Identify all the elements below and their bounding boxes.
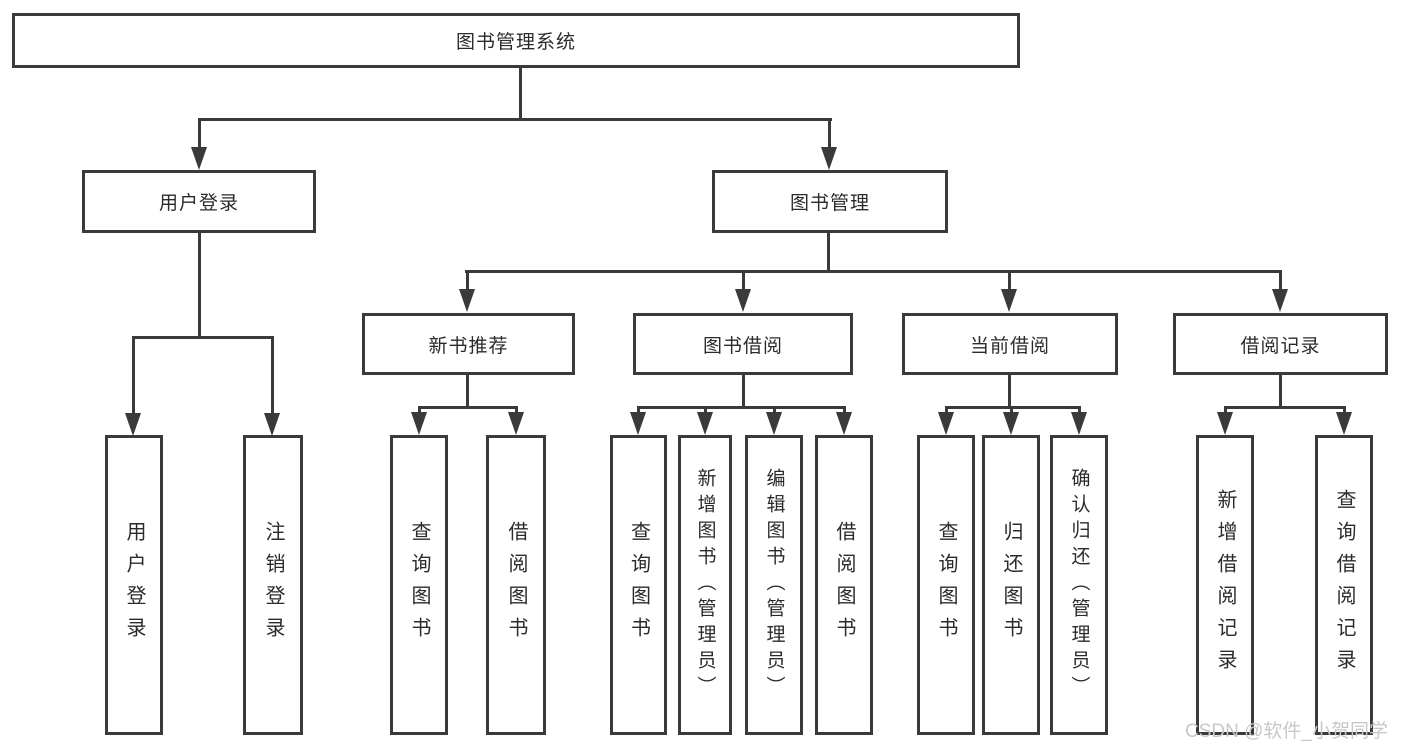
arrow-down-icon [1071,412,1087,435]
connector-drop-leaf [773,406,776,414]
node-user-login: 用户登录 [82,170,316,233]
connector-root-stub [519,66,522,120]
leaf-add-borrow-record: 新增借阅记录 [1196,435,1254,735]
connector-drop-leaf [1010,406,1013,414]
leaf-return-books-label: 归还图书 [1000,521,1022,649]
leaf-confirm-return-admin-label: 确认归还（管理员） [1068,468,1090,702]
arrow-down-icon [508,412,524,435]
arrow-down-icon [766,412,782,435]
arrow-down-icon [411,412,427,435]
leaf-edit-books-admin: 编辑图书（管理员） [745,435,803,735]
connector-leaf-rail [1224,406,1346,409]
connector-drop-leaf [1078,406,1081,414]
connector-level3-rail [465,270,1282,273]
leaf-logout: 注销登录 [243,435,303,735]
connector-drop-leaf [1224,406,1227,414]
connector-stub [1008,373,1011,408]
connector-drop-leaf [1343,406,1346,414]
arrow-down-icon [1217,412,1233,435]
leaf-query-borrow-record: 查询借阅记录 [1315,435,1373,735]
arrow-down-icon [264,413,280,436]
node-current-borrow: 当前借阅 [902,313,1118,375]
leaf-query-books-3-label: 查询图书 [935,521,957,649]
leaf-borrow-books-1: 借阅图书 [486,435,546,735]
leaf-add-books-admin-label: 新增图书（管理员） [694,468,716,702]
arrow-down-icon [821,147,837,170]
connector-drop-leaf [132,336,135,416]
leaf-borrow-books-1-label: 借阅图书 [505,521,527,649]
connector-drop-book-borrow [742,270,745,290]
arrow-down-icon [1272,289,1288,312]
connector-drop-leaf [843,406,846,414]
connector-drop-book-mgmt [828,118,831,150]
arrow-down-icon [125,413,141,436]
connector-user-login-rail [132,336,274,339]
node-book-borrow: 图书借阅 [633,313,853,375]
leaf-add-borrow-record-label: 新增借阅记录 [1214,489,1236,681]
leaf-query-borrow-record-label: 查询借阅记录 [1333,489,1355,681]
connector-drop-leaf [418,406,421,414]
leaf-confirm-return-admin: 确认归还（管理员） [1050,435,1108,735]
leaf-borrow-books-2-label: 借阅图书 [833,521,855,649]
leaf-add-books-admin: 新增图书（管理员） [678,435,732,735]
leaf-query-books-1-label: 查询图书 [408,521,430,649]
arrow-down-icon [836,412,852,435]
arrow-down-icon [1001,289,1017,312]
connector-drop-user-login [198,118,201,150]
node-library-system-label: 图书管理系统 [455,32,576,53]
connector-leaf-rail [418,406,518,409]
connector-user-login-stub [198,230,201,338]
arrow-down-icon [735,289,751,312]
connector-drop-new-book [466,270,469,290]
connector-drop-current-borrow [1008,270,1011,290]
connector-drop-leaf [704,406,707,414]
node-book-management-label: 图书管理 [789,193,870,214]
leaf-user-login-label: 用户登录 [123,521,145,649]
node-book-management: 图书管理 [712,170,948,233]
connector-drop-leaf [515,406,518,414]
connector-stub [742,373,745,408]
leaf-query-books-2-label: 查询图书 [627,521,650,649]
node-new-book-recommend: 新书推荐 [362,313,575,375]
arrow-down-icon [1003,412,1019,435]
arrow-down-icon [697,412,713,435]
leaf-return-books: 归还图书 [982,435,1040,735]
connector-drop-borrow-records [1279,270,1282,290]
connector-leaf-rail [637,406,846,409]
connector-drop-leaf [637,406,640,414]
csdn-watermark: CSDN @软件_小贺同学 [1185,721,1388,742]
leaf-query-books-2: 查询图书 [610,435,667,735]
leaf-edit-books-admin-label: 编辑图书（管理员） [763,468,785,702]
connector-drop-leaf [271,336,274,416]
arrow-down-icon [938,412,954,435]
arrow-down-icon [630,412,646,435]
arrow-down-icon [191,147,207,170]
connector-drop-leaf [945,406,948,414]
arrow-down-icon [1336,412,1352,435]
leaf-logout-label: 注销登录 [262,521,284,649]
node-user-login-label: 用户登录 [158,193,239,214]
node-new-book-recommend-label: 新书推荐 [428,335,509,357]
connector-leaf-rail [945,406,1081,409]
leaf-borrow-books-2: 借阅图书 [815,435,873,735]
leaf-query-books-3: 查询图书 [917,435,975,735]
node-current-borrow-label: 当前借阅 [969,335,1050,357]
connector-stub [466,373,469,408]
connector-level2-rail [198,118,832,121]
connector-book-mgmt-stub [827,231,830,272]
connector-stub [1279,373,1282,408]
node-borrow-records-label: 借阅记录 [1240,335,1321,357]
node-borrow-records: 借阅记录 [1173,313,1388,375]
leaf-user-login: 用户登录 [105,435,163,735]
node-book-borrow-label: 图书借阅 [702,335,783,357]
arrow-down-icon [459,289,475,312]
node-library-system: 图书管理系统 [12,13,1020,68]
leaf-query-books-1: 查询图书 [390,435,448,735]
